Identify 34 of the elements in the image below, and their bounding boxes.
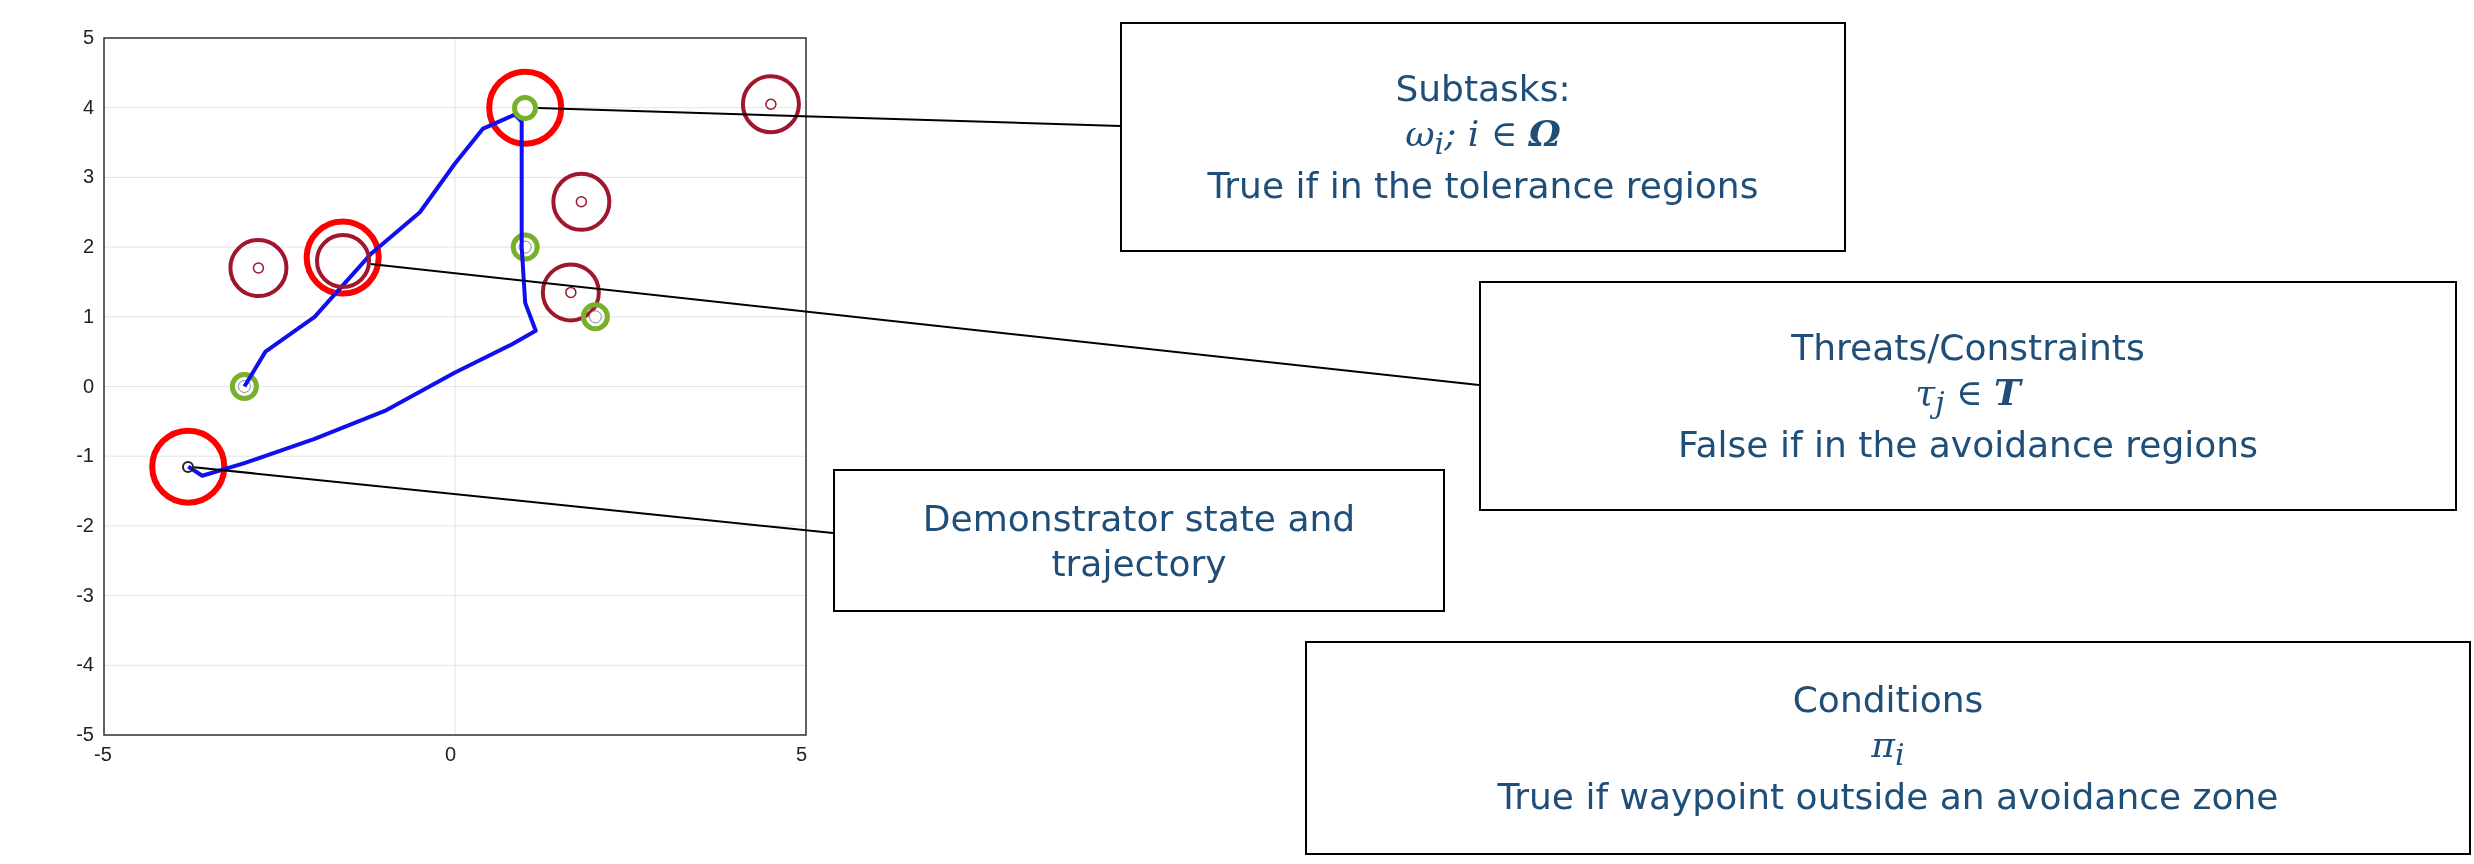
description: Demonstrator state and trajectory (921, 496, 1357, 586)
tick-label: 0 (82, 374, 94, 398)
tick-label: -5 (94, 743, 112, 766)
heading: Subtasks: (1395, 67, 1571, 112)
description: True if in the tolerance regions (1207, 163, 1759, 208)
tick-label: 1 (82, 304, 94, 328)
math-expression: π$_{i}$ (1871, 723, 1905, 774)
tick-label: -1 (76, 444, 94, 468)
tick-label: 5 (796, 743, 808, 766)
tick-label: 5 (82, 26, 94, 49)
callout-box (1305, 641, 2471, 855)
demonstrator-state-marker (182, 460, 195, 473)
math-expression: τ$_{j}$ ∈ T (1915, 370, 2021, 422)
callout-box (833, 469, 1445, 612)
subtask-waypoint-marker (512, 94, 539, 121)
callout-box (1120, 22, 1846, 252)
tick-label: -5 (76, 723, 94, 746)
tick-label: -3 (76, 583, 94, 607)
leader-line (537, 107, 1121, 127)
description: True if waypoint outside an avoidance zone (1497, 774, 2279, 819)
leader-line (369, 263, 1480, 386)
math-expression: ω$_{i}$; i ∈ Ω (1405, 111, 1561, 163)
callout-box (1479, 281, 2457, 511)
heading: Conditions (1792, 678, 1984, 723)
tick-label: 2 (82, 235, 94, 259)
tick-label: 3 (82, 165, 94, 189)
tick-label: -4 (76, 653, 94, 677)
description: False if in the avoidance regions (1678, 422, 2258, 467)
tick-label: 0 (445, 743, 457, 766)
tick-label: 4 (82, 95, 94, 119)
leader-line (193, 466, 834, 534)
threat-region-marker (314, 233, 371, 290)
heading: Threats/Constraints (1791, 326, 2145, 371)
tick-label: -2 (76, 513, 94, 537)
